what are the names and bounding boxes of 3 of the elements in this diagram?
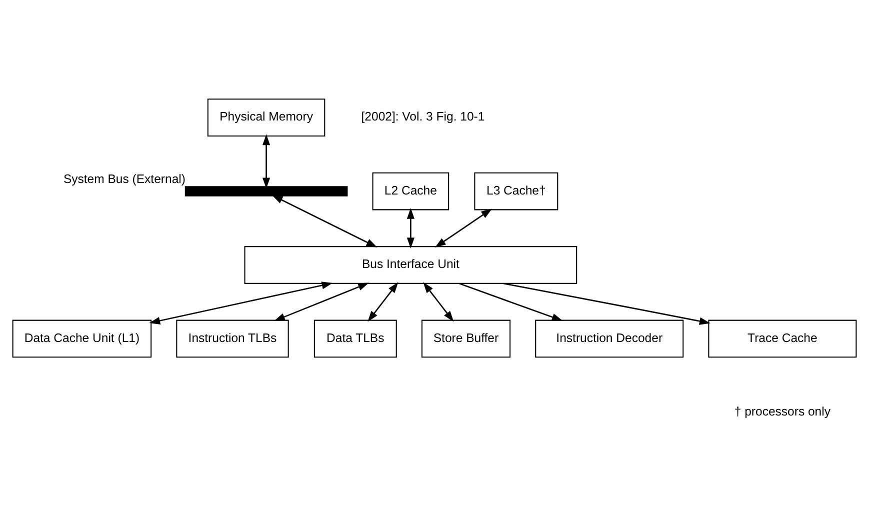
label: † processors only (734, 404, 830, 419)
node-label: System Bus (External) (63, 172, 186, 186)
label: [2002]: Vol. 3 Fig. 10-1 (361, 110, 485, 124)
